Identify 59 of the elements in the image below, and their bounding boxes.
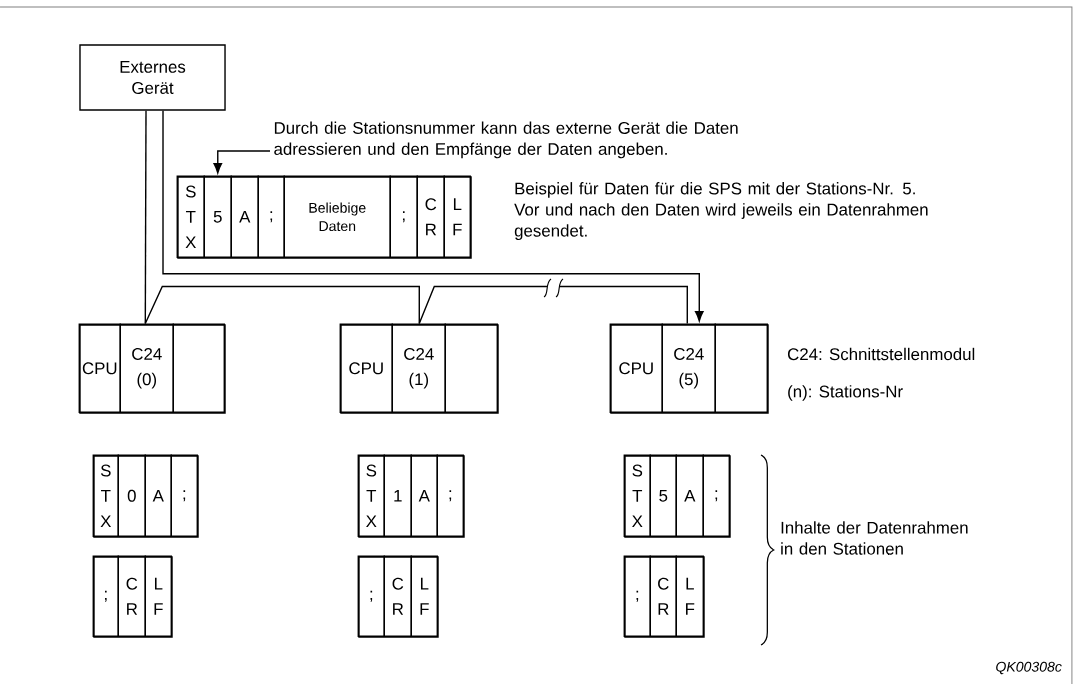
arrow — [162, 110, 704, 322]
module-cell: CPU — [339, 323, 393, 413]
plc-module — [79, 324, 226, 414]
frame-cell: ; — [170, 454, 198, 537]
frame-cell: S T X — [176, 175, 205, 258]
device-box: Externes Gerät — [79, 44, 226, 111]
frame-cell: S T X — [623, 454, 651, 537]
frame-cell: A — [675, 454, 704, 537]
frame-cell: A — [410, 454, 438, 537]
frame-cell: S T X — [92, 454, 119, 537]
frame-cell: ; — [357, 555, 385, 637]
legend-text: C24: Schnittstellenmodul — [787, 347, 975, 361]
frame-cell: 1 — [383, 454, 412, 537]
note-text: Durch die Stationsnummer kann das externe Gerät die Daten adressieren und den Empfänge der Daten angeben. — [274, 121, 738, 159]
data-frame — [624, 556, 705, 638]
module-cell: CPU — [78, 323, 121, 413]
bus-line — [144, 285, 420, 325]
figure-code: QK00308c — [996, 661, 1062, 675]
legend-text: (n): Stations-Nr — [788, 385, 903, 401]
frame-cell: ; — [623, 555, 651, 637]
frame-cell: L F — [675, 555, 704, 637]
data-frame — [93, 556, 173, 638]
frame-cell: C R — [117, 555, 146, 637]
frame-cell: C R — [383, 555, 412, 637]
data-frame — [358, 556, 439, 638]
data-frame — [177, 176, 472, 259]
module-cell — [714, 323, 768, 413]
data-frame — [93, 455, 199, 538]
data-frame — [358, 455, 465, 538]
data-frame — [624, 455, 731, 538]
frame-cell: Beliebige Daten — [283, 175, 391, 258]
frame-cell: C R — [416, 175, 445, 258]
frame-cell: ; — [436, 454, 464, 537]
module-cell: C24 (1) — [391, 323, 446, 413]
frame-cell: 5 — [203, 175, 232, 258]
module-cell: C24 (0) — [119, 323, 174, 413]
module-cell: C24 (5) — [661, 323, 716, 413]
frame-cell: 5 — [649, 454, 677, 537]
module-cell — [172, 323, 225, 413]
frame-cell: L F — [410, 555, 438, 637]
leader-line — [213, 150, 271, 174]
frame-cell: 0 — [117, 454, 146, 537]
module-cell — [444, 323, 498, 413]
frame-cell: ; — [389, 175, 418, 258]
note-text: Inhalte der Datenrahmen in den Stationen — [781, 521, 968, 555]
plc-module — [340, 324, 499, 414]
frame-cell: ; — [92, 555, 119, 637]
plc-module — [610, 324, 769, 414]
note-text: Beispiel für Daten für die SPS mit der Stations-Nr. 5. Vor und nach den Daten wird jeweils ein Datenrahmen gesendet. — [514, 182, 928, 241]
frame-cell: S T X — [357, 454, 385, 537]
frame-cell: L F — [443, 175, 471, 258]
frame-cell: ; — [702, 454, 730, 537]
frame-cell: A — [144, 454, 172, 537]
frame-cell: L F — [144, 555, 172, 637]
bus-line — [418, 285, 688, 325]
frame-cell: ; — [257, 175, 285, 258]
frame-cell: A — [230, 175, 259, 258]
frame-cell: C R — [649, 555, 677, 637]
module-cell: CPU — [609, 323, 663, 413]
